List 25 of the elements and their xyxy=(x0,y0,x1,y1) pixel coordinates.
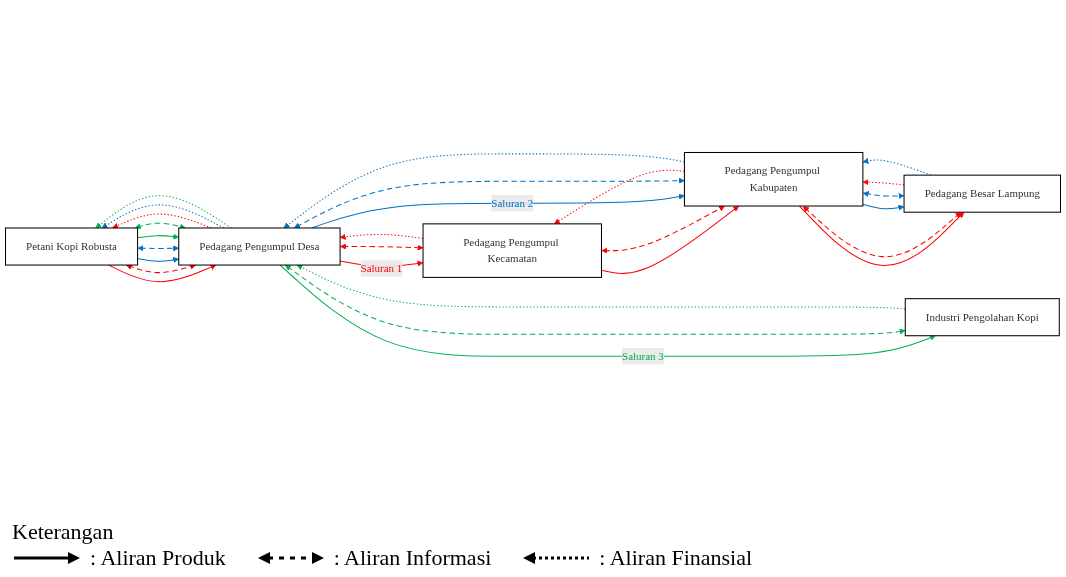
node-box: Petani Kopi Robusta xyxy=(5,227,139,266)
arrow xyxy=(802,205,962,258)
node-box: Industri Pengolahan Kopi xyxy=(904,298,1060,337)
arrow xyxy=(294,177,685,229)
edge-label: Saluran 2 xyxy=(491,197,534,209)
arrow xyxy=(134,222,186,230)
legend-text: : Aliran Finansial xyxy=(599,545,753,571)
arrow xyxy=(601,205,725,254)
arrow xyxy=(283,153,685,229)
node-box: Pedagang Pengumpul Kecamatan xyxy=(422,223,602,278)
node-box: Pedagang Pengumpul Kabupaten xyxy=(683,151,864,207)
arrow xyxy=(285,264,906,335)
arrow xyxy=(862,203,905,211)
legend-text: : Aliran Informasi xyxy=(333,545,492,571)
arrow xyxy=(279,264,936,357)
node-box: Pedagang Besar Lampung xyxy=(903,174,1061,213)
arrow xyxy=(108,264,217,283)
arrow xyxy=(340,243,424,251)
edge-label: Saluran 3 xyxy=(622,350,664,362)
legend-heading: Keterangan xyxy=(12,519,114,545)
node-box: Pedagang Pengumpul Desa xyxy=(178,227,341,266)
edge-label: Saluran 1 xyxy=(360,262,403,274)
arrow xyxy=(798,205,965,266)
legend-text: : Aliran Produk xyxy=(90,545,226,571)
arrow xyxy=(862,191,905,199)
